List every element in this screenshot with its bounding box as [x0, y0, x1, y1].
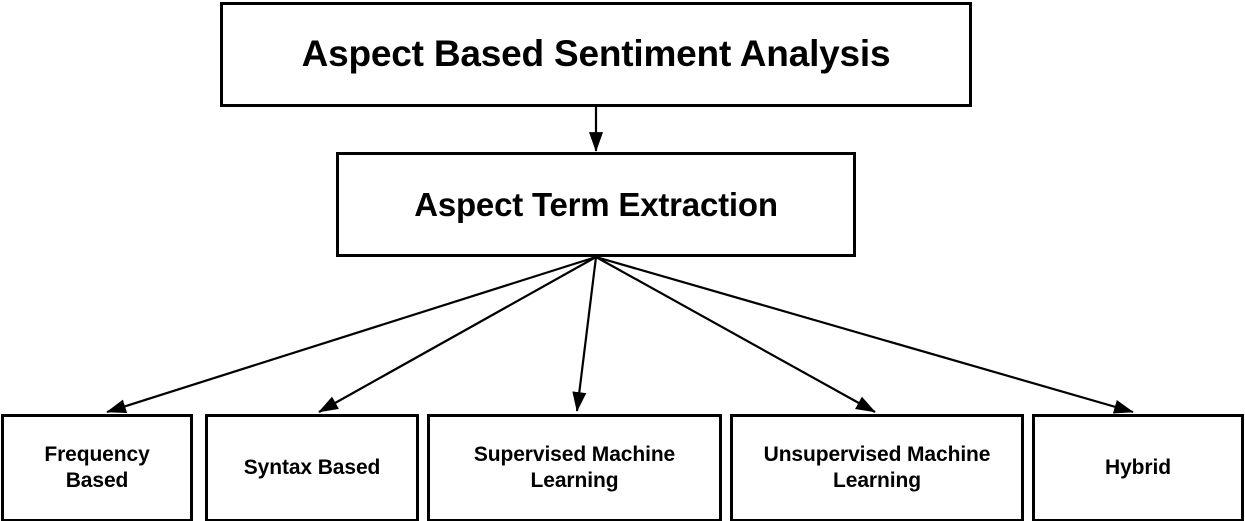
connector-ate-to-supervised-machine-learning	[572, 256, 598, 412]
connector-ate-to-frequency-based	[106, 255, 597, 414]
node-supervised-machine-learning: Supervised Machine Learning	[427, 414, 722, 521]
node-frequency-based: Frequency Based	[1, 414, 193, 521]
node-label-unsupervised-machine-learning: Unsupervised Machine Learning	[763, 442, 991, 492]
node-label-frequency-based: Frequency Based	[44, 442, 150, 492]
connector-ate-to-hybrid	[595, 255, 1134, 414]
node-label-aspect-term-extraction: Aspect Term Extraction	[414, 185, 778, 223]
node-label-supervised-machine-learning: Supervised Machine Learning	[473, 442, 676, 492]
node-syntax-based: Syntax Based	[205, 414, 419, 521]
node-label-syntax-based: Syntax Based	[243, 455, 381, 479]
node-aspect-based-sentiment-analysis: Aspect Based Sentiment Analysis	[220, 2, 972, 107]
connector-ate-to-syntax-based	[318, 256, 597, 413]
node-unsupervised-machine-learning: Unsupervised Machine Learning	[730, 414, 1024, 521]
node-label-root: Aspect Based Sentiment Analysis	[301, 33, 891, 75]
node-hybrid: Hybrid	[1032, 414, 1244, 521]
node-label-hybrid: Hybrid	[1105, 455, 1171, 479]
node-aspect-term-extraction: Aspect Term Extraction	[336, 152, 856, 257]
connector-ate-to-unsupervised-machine-learning	[595, 256, 876, 413]
